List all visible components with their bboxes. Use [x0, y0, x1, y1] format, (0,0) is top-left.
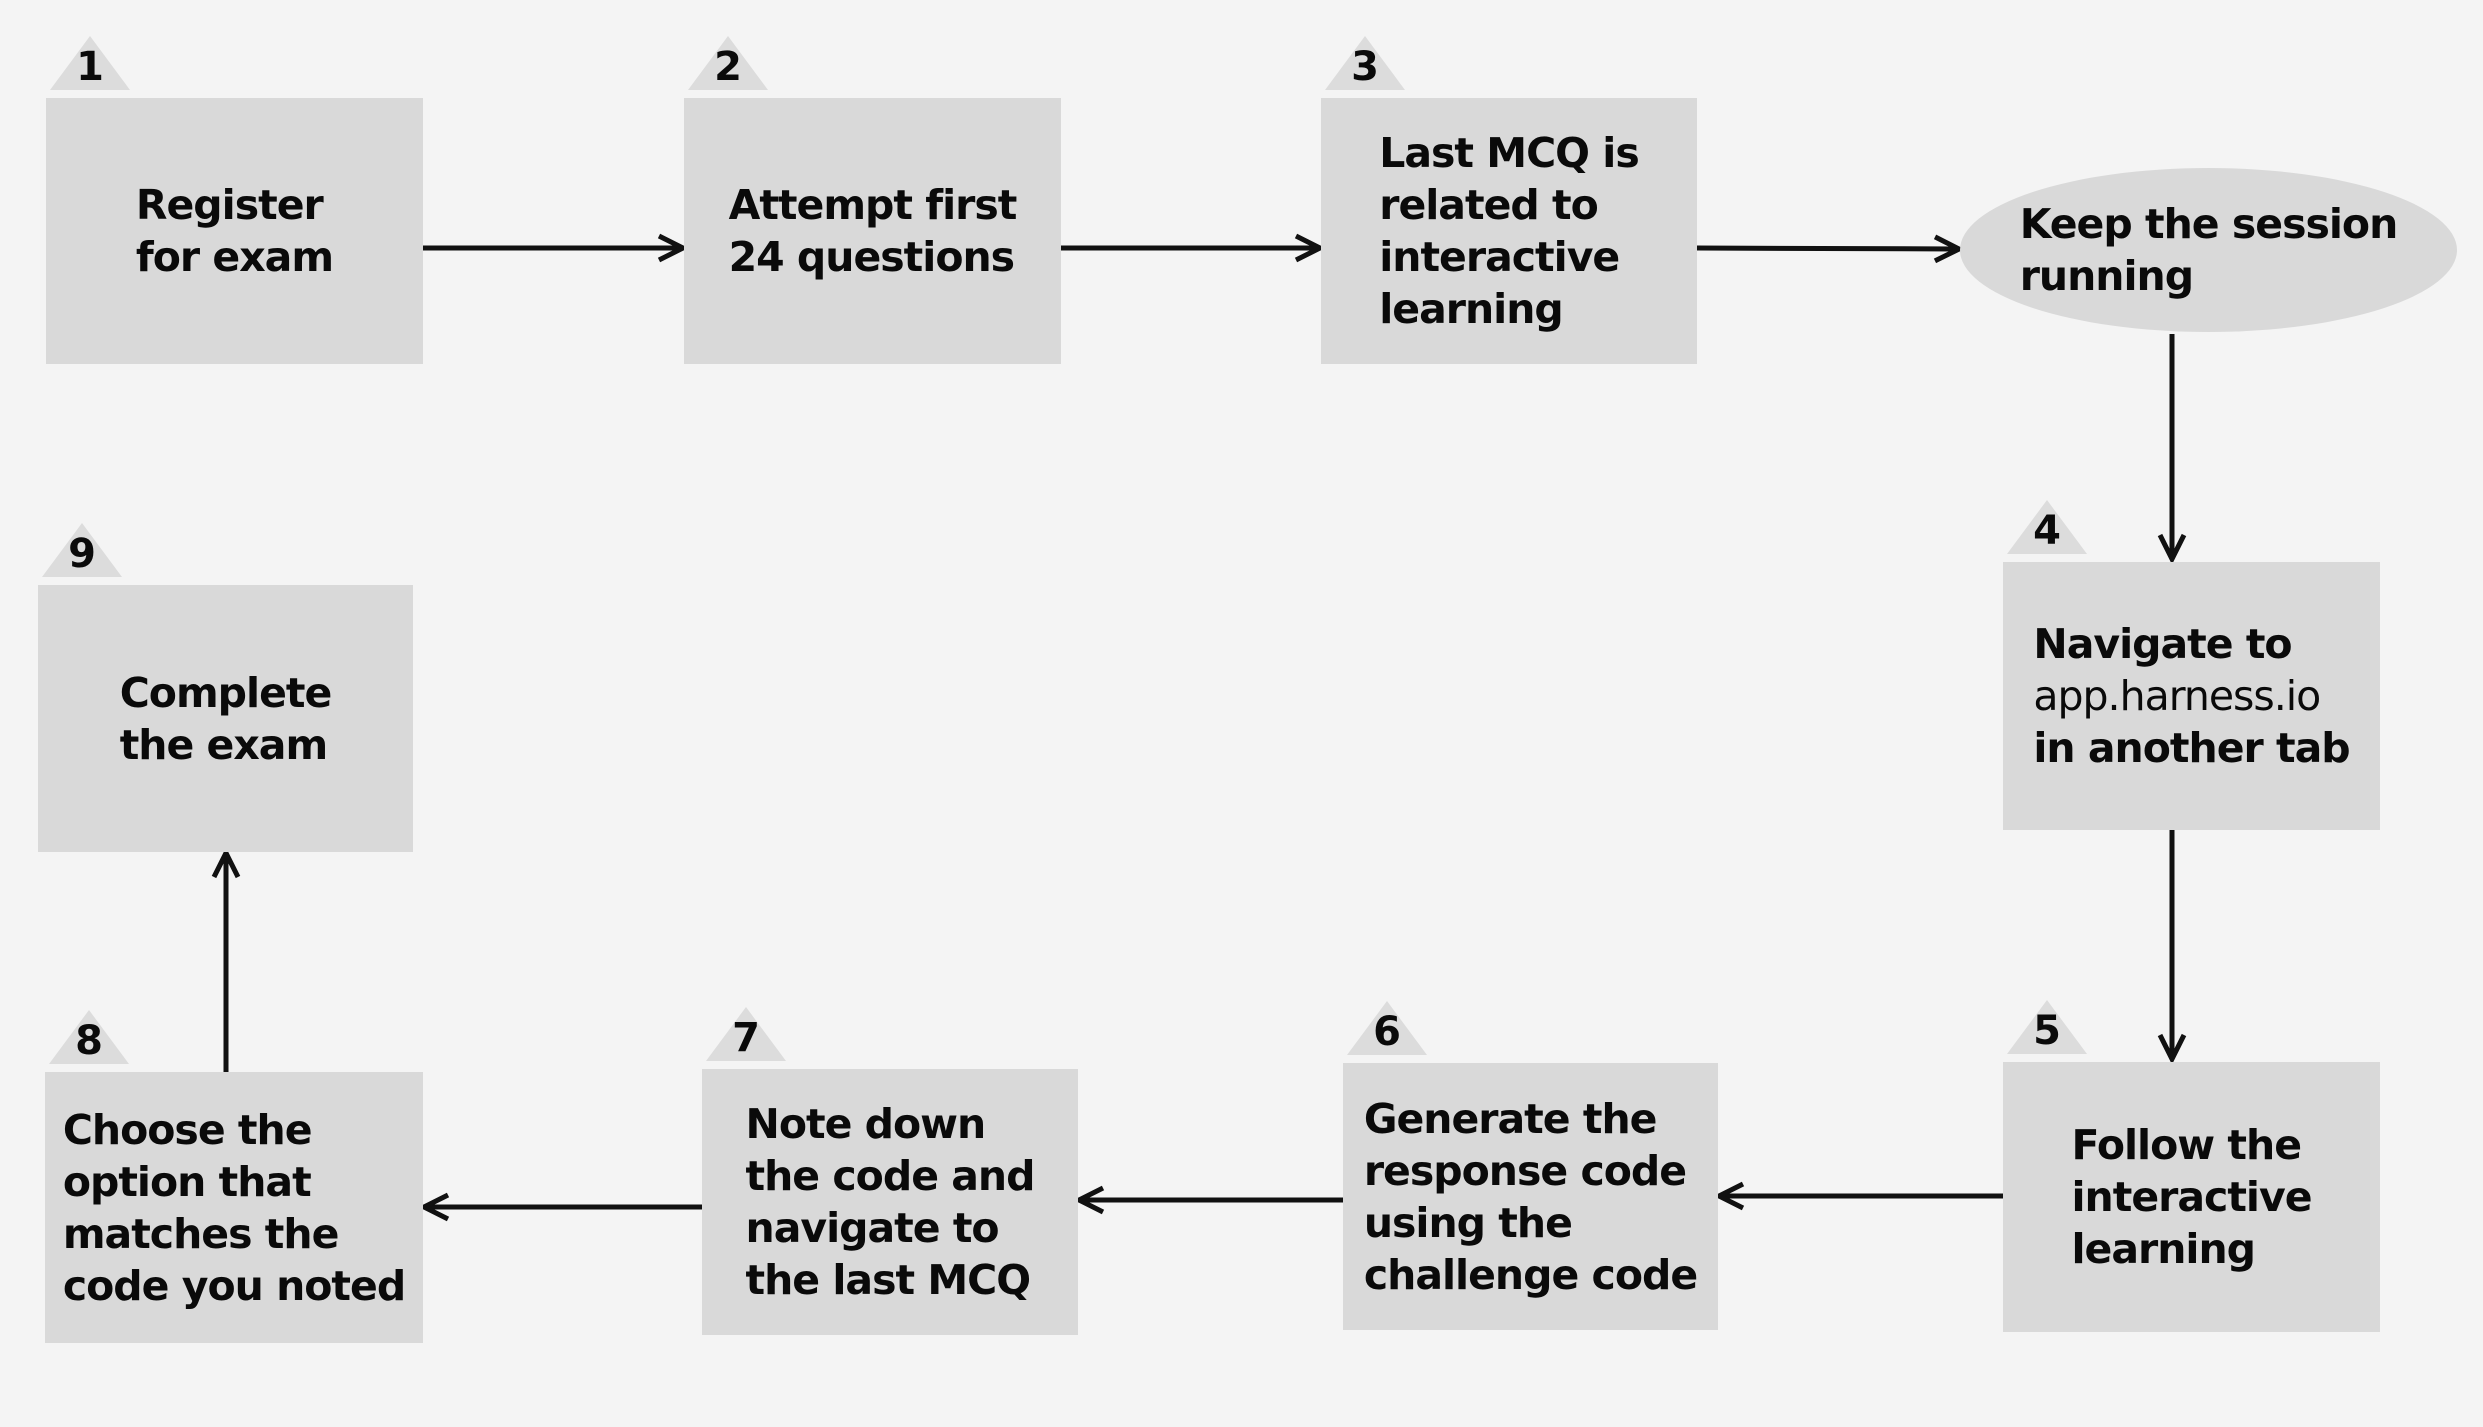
step-3-number: 3 [1351, 44, 1379, 90]
step-8-number: 8 [75, 1018, 103, 1064]
flow-step-3: 3 Last MCQ is related to interactive lea… [1321, 36, 1697, 364]
step-5-label: Follow the interactive learning [2071, 1121, 2312, 1273]
step-9-number: 9 [68, 531, 96, 577]
flow-step-2: 2 Attempt first 24 questions [684, 36, 1061, 364]
flow-step-9: 9 Complete the exam [38, 523, 413, 852]
step-2-number-badge: 2 [688, 36, 768, 90]
step-3-number-badge: 3 [1325, 36, 1405, 90]
step-1-label: Register for exam [135, 181, 334, 281]
flow-step-7: 7 Note down the code and navigate to the… [702, 1007, 1078, 1335]
step-6-number-badge: 6 [1347, 1001, 1427, 1055]
step-4-label: Navigate to app.harness.io in another ta… [2033, 620, 2350, 772]
flow-step-1: 1 Register for exam [46, 36, 423, 364]
flow-step-6: 6 Generate the response code using the c… [1343, 1001, 1718, 1330]
flow-step-5: 5 Follow the interactive learning [2003, 1000, 2380, 1332]
step-2-label: Attempt first 24 questions [728, 181, 1018, 281]
step-8-label: Choose the option that matches the code … [62, 1105, 406, 1310]
step-4-number: 4 [2033, 508, 2061, 554]
step-7-label: Note down the code and navigate to the l… [745, 1100, 1036, 1304]
step-2-number: 2 [714, 44, 742, 90]
step-9-label: Complete the exam [119, 668, 333, 769]
step-5-number-badge: 5 [2007, 1000, 2087, 1054]
harness-url-text: app.harness.io [2033, 672, 2321, 720]
keep-session-label: Keep the session running [2019, 200, 2399, 300]
step-8-number-badge: 8 [49, 1010, 129, 1064]
step-3-label: Last MCQ is related to interactive learn… [1379, 129, 1640, 333]
step-6-label: Generate the response code using the cha… [1363, 1094, 1698, 1299]
step-1-number: 1 [76, 44, 104, 90]
arrow-step3-keep-session [1696, 248, 1956, 249]
flow-step-4: 4 Navigate to app.harness.io in another … [2003, 500, 2380, 830]
flow-step-8: 8 Choose the option that matches the cod… [45, 1010, 423, 1343]
step-1-number-badge: 1 [50, 36, 130, 90]
step-5-number: 5 [2033, 1008, 2061, 1054]
step-7-number-badge: 7 [706, 1007, 786, 1061]
step-6-number: 6 [1373, 1009, 1401, 1055]
step-4-number-badge: 4 [2007, 500, 2087, 554]
step-7-number: 7 [732, 1015, 760, 1061]
keep-session-ellipse: Keep the session running [1960, 168, 2457, 332]
step-9-number-badge: 9 [42, 523, 122, 577]
